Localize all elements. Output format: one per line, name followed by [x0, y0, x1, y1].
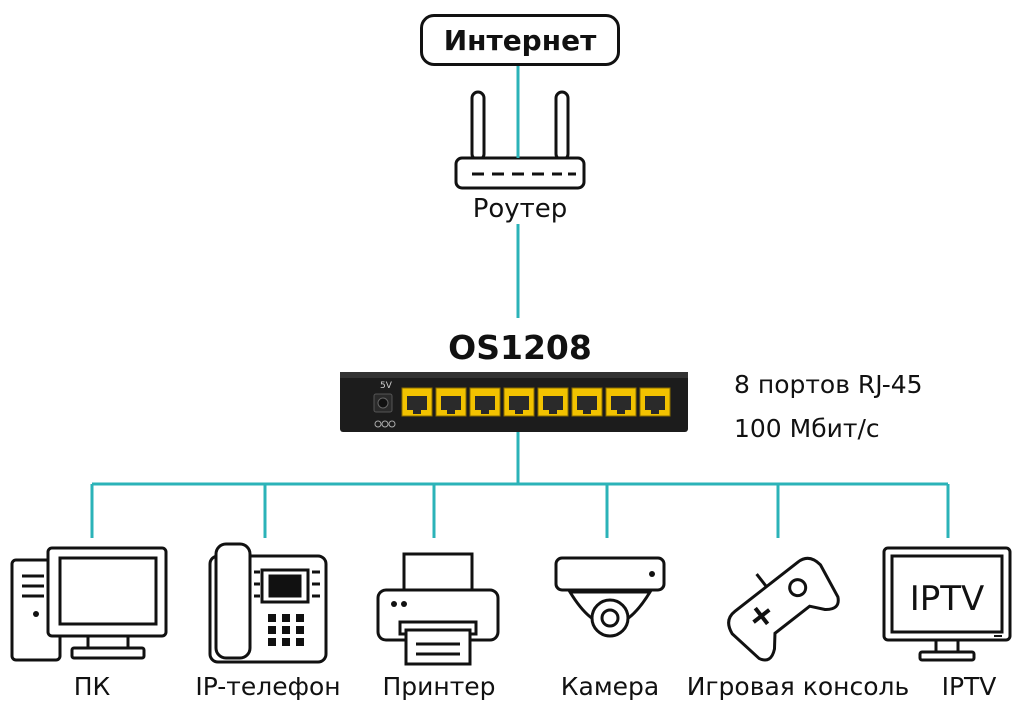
- device-label-iptv: IPTV: [941, 672, 997, 701]
- router-icon: [454, 88, 586, 190]
- device-label-gamepad: Игровая консоль: [686, 672, 910, 701]
- printer-icon: [376, 552, 500, 666]
- camera-icon: [554, 556, 666, 638]
- router-label: Роутер: [472, 194, 568, 224]
- device-label-printer: Принтер: [382, 672, 496, 701]
- pc-icon: [10, 546, 168, 662]
- switch-icon: 5V: [340, 372, 688, 432]
- gamepad-icon: [727, 556, 840, 662]
- switch-spec-ports: 8 портов RJ-45: [734, 370, 923, 399]
- switch-model: OS1208: [448, 328, 592, 367]
- tv-icon: IPTV: [882, 546, 1012, 662]
- switch-spec-speed: 100 Мбит/с: [734, 414, 880, 443]
- device-label-pc: ПК: [73, 672, 111, 701]
- tv-screen-text: IPTV: [910, 579, 985, 619]
- switch-panel-label: 5V: [380, 381, 393, 391]
- device-label-ip-phone: IP-телефон: [195, 672, 341, 701]
- internet-label: Интернет: [443, 23, 597, 57]
- internet-box: Интернет: [420, 14, 620, 66]
- device-label-camera: Камера: [560, 672, 660, 701]
- ip-phone-icon: [208, 542, 328, 664]
